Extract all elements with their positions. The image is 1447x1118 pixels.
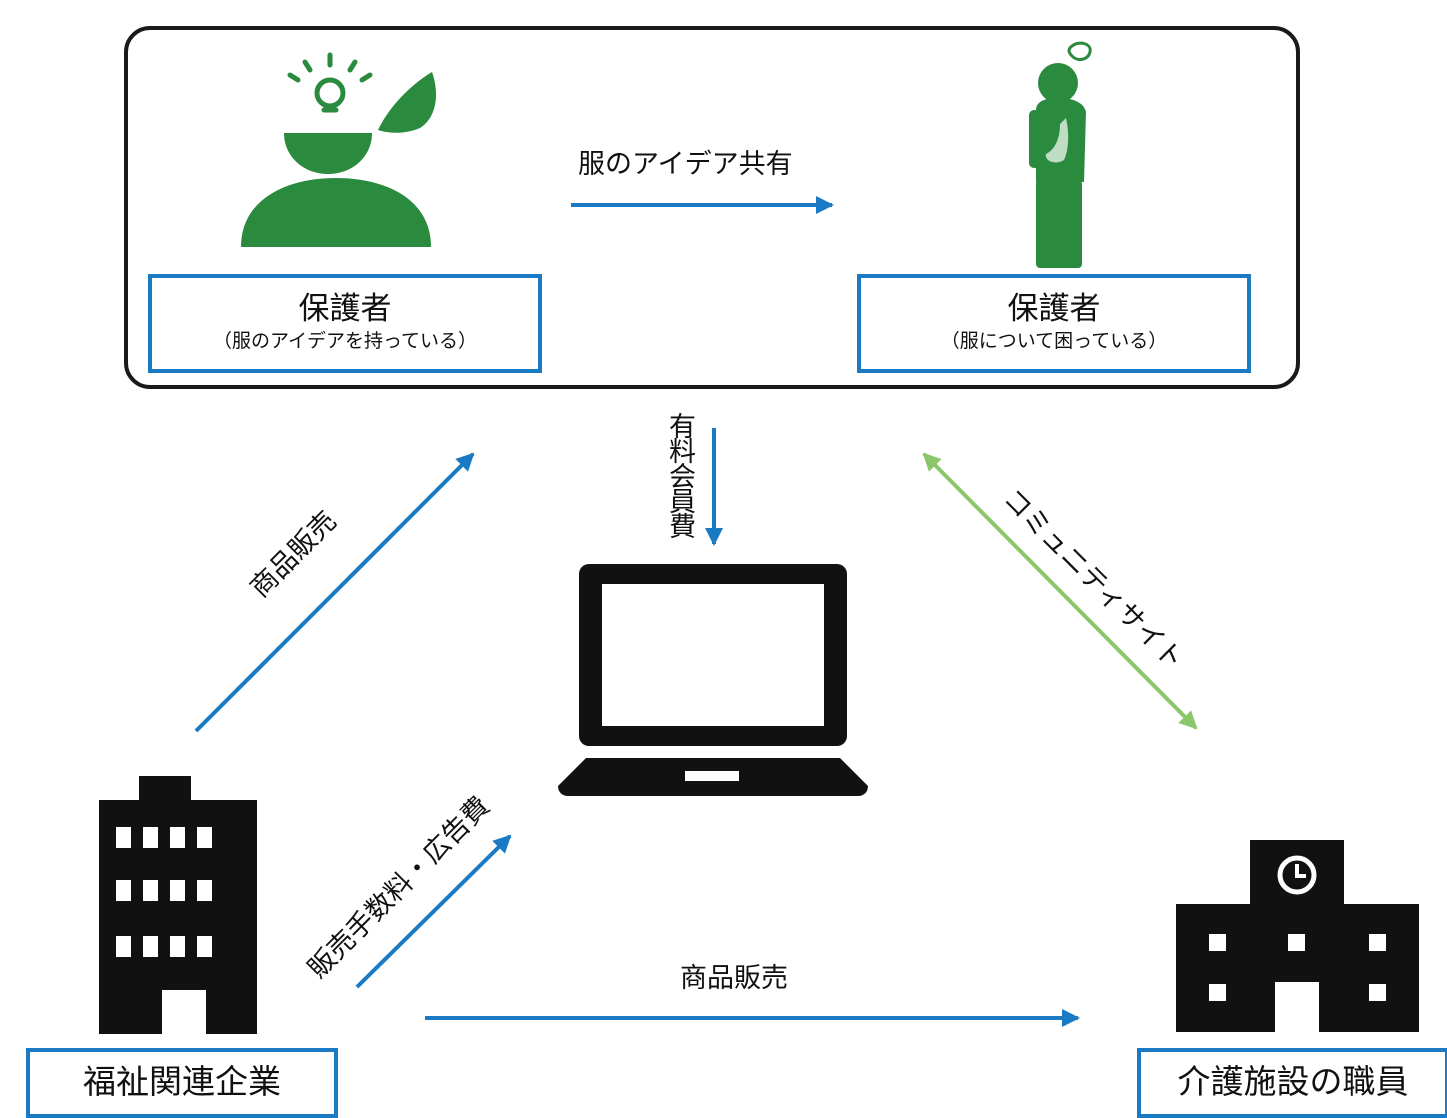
care-facility-icon	[1176, 840, 1419, 1032]
arrow-sales-to-parents	[194, 452, 475, 733]
parent-worried-subtitle: （服について困っている）	[940, 330, 1168, 352]
person-with-idea-icon	[241, 52, 436, 247]
laptop-icon	[558, 564, 868, 796]
office-building-icon	[99, 776, 257, 1034]
sales-to-staff-label: 商品販売	[680, 963, 788, 994]
parent-worried-box: 保護者 （服について困っている）	[857, 274, 1251, 373]
parent-idea-subtitle: （服のアイデアを持っている）	[212, 330, 478, 352]
thinking-person-icon	[1029, 41, 1092, 268]
parent-idea-box: 保護者 （服のアイデアを持っている）	[148, 274, 542, 373]
company-title: 福祉関連企業	[83, 1062, 281, 1101]
idea-share-label: 服のアイデア共有	[578, 149, 793, 180]
membership-fee-label: 有料会員費	[664, 412, 695, 537]
staff-title: 介護施設の職員	[1177, 1062, 1409, 1101]
arrow-community-site	[922, 452, 1198, 730]
arrow-fees-ads	[355, 834, 512, 989]
company-box: 福祉関連企業	[26, 1048, 338, 1118]
parent-idea-title: 保護者	[298, 291, 392, 327]
parents-group-frame	[124, 26, 1300, 389]
parent-worried-title: 保護者	[1007, 291, 1101, 327]
staff-box: 介護施設の職員	[1137, 1048, 1447, 1118]
